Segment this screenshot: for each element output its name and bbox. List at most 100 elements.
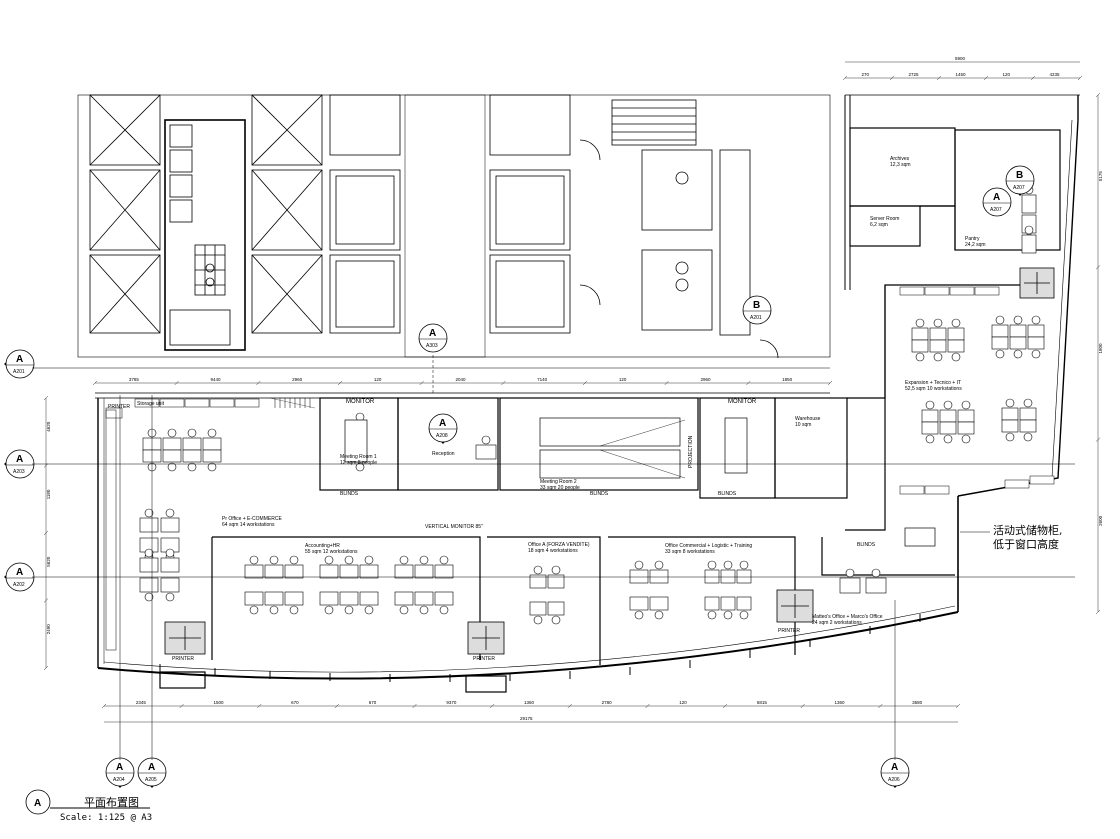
dimension-tick bbox=[43, 530, 49, 536]
room-warehouse-area: 10 sqm bbox=[795, 422, 811, 428]
dimension-tick bbox=[179, 703, 184, 709]
dimension-value: 1450 bbox=[956, 72, 967, 77]
chair bbox=[551, 615, 561, 625]
label-blinds-3: BLINDS bbox=[718, 491, 737, 497]
chair bbox=[1031, 315, 1041, 325]
desk bbox=[162, 437, 182, 451]
label-storage: Storage unit bbox=[137, 401, 165, 407]
desk bbox=[244, 591, 264, 606]
dimension-tick bbox=[92, 380, 98, 386]
desk bbox=[359, 591, 379, 606]
annotation-note: 活动式储物柜, 低于窗口高度 bbox=[960, 523, 1063, 551]
desk bbox=[921, 421, 939, 435]
dimension-value: 2490 bbox=[46, 624, 51, 635]
chair bbox=[723, 610, 733, 620]
desk bbox=[839, 577, 861, 594]
section-marker-letter: A bbox=[16, 354, 23, 365]
desk bbox=[139, 557, 159, 573]
label-blinds-2: BLINDS bbox=[590, 491, 609, 497]
dimension-value: 670 bbox=[291, 700, 299, 705]
dimension-tick bbox=[842, 75, 848, 81]
section-lines bbox=[32, 355, 1075, 760]
desk bbox=[704, 569, 720, 584]
dimension-value: 1800 bbox=[1098, 343, 1103, 354]
dimension-tick bbox=[582, 380, 588, 386]
dimension-value: 120 bbox=[374, 377, 382, 382]
section-marker-ref: A208 bbox=[436, 433, 448, 439]
chair bbox=[289, 605, 299, 615]
desk bbox=[547, 574, 565, 589]
label-printer-2: PRINTER bbox=[172, 656, 194, 662]
chair bbox=[419, 605, 429, 615]
dimension-value: 1360 bbox=[524, 700, 535, 705]
dimension-value: 4235 bbox=[1050, 72, 1061, 77]
building-core bbox=[77, 94, 831, 359]
desk bbox=[957, 409, 975, 423]
chair bbox=[634, 610, 644, 620]
room-labels: Archives 12,3 sqm Server Room 6,2 sqm Pa… bbox=[108, 156, 986, 662]
section-marker-letter: A bbox=[439, 418, 446, 429]
desk bbox=[319, 591, 339, 606]
dimension-value: 5175 bbox=[1098, 171, 1103, 182]
dimension-tick bbox=[256, 380, 261, 386]
chair bbox=[533, 565, 543, 575]
desk bbox=[704, 596, 720, 611]
dimension-tick bbox=[983, 75, 989, 81]
chair bbox=[355, 462, 365, 472]
dimension-tick bbox=[664, 380, 669, 386]
desk bbox=[434, 591, 454, 606]
room-server-name: Server Room bbox=[870, 216, 899, 222]
dimension-value: 7140 bbox=[537, 377, 548, 382]
dimension-tick bbox=[936, 75, 942, 81]
desk bbox=[394, 591, 414, 606]
chair bbox=[249, 605, 259, 615]
dimension-value: 29175 bbox=[520, 716, 533, 721]
chair bbox=[207, 428, 217, 438]
dimension-tick bbox=[1095, 265, 1101, 270]
chair bbox=[951, 352, 961, 362]
chair bbox=[324, 555, 334, 565]
chair bbox=[165, 592, 175, 602]
dimension-value: 270 bbox=[862, 72, 870, 77]
desk bbox=[1021, 234, 1037, 254]
desk bbox=[947, 339, 965, 353]
desk bbox=[911, 327, 929, 341]
room-pantry-name: Pantry bbox=[965, 236, 980, 242]
dimension-value: 9370 bbox=[446, 700, 457, 705]
room-matteo-area: 24 sqm 2 workstations bbox=[812, 620, 862, 626]
desk bbox=[629, 569, 649, 584]
desk bbox=[1001, 419, 1019, 433]
label-blinds-1: BLINDS bbox=[340, 491, 359, 497]
desk bbox=[629, 596, 649, 611]
room-pr-office-name: Pr Office + E-COMMERCE bbox=[222, 516, 282, 522]
section-marker-circle bbox=[5, 349, 35, 379]
dimension-value: 120 bbox=[619, 377, 627, 382]
chair bbox=[654, 610, 664, 620]
dimension-tick bbox=[722, 703, 728, 709]
label-blinds-4: BLINDS bbox=[857, 542, 876, 548]
room-server-area: 6,2 sqm bbox=[870, 222, 888, 228]
section-marker-letter: A bbox=[148, 762, 155, 773]
chair bbox=[364, 605, 374, 615]
room-meeting2-area: 33 sqm 20 people bbox=[540, 485, 580, 491]
dimension-value: 2960 bbox=[292, 377, 303, 382]
room-reception-name: Reception bbox=[432, 451, 455, 457]
dimension-value: 2780 bbox=[602, 700, 613, 705]
section-marker-ref: A206 bbox=[888, 777, 900, 783]
desk bbox=[264, 591, 284, 606]
dimension-tick bbox=[800, 703, 805, 709]
chair bbox=[654, 560, 664, 570]
chair bbox=[1013, 315, 1023, 325]
chair bbox=[165, 548, 175, 558]
chair bbox=[943, 434, 953, 444]
desk bbox=[182, 437, 202, 451]
desk bbox=[720, 596, 736, 611]
desk bbox=[991, 336, 1009, 350]
room-warehouse-name: Warehouse bbox=[795, 416, 821, 422]
section-marker-letter: A bbox=[993, 192, 1000, 203]
